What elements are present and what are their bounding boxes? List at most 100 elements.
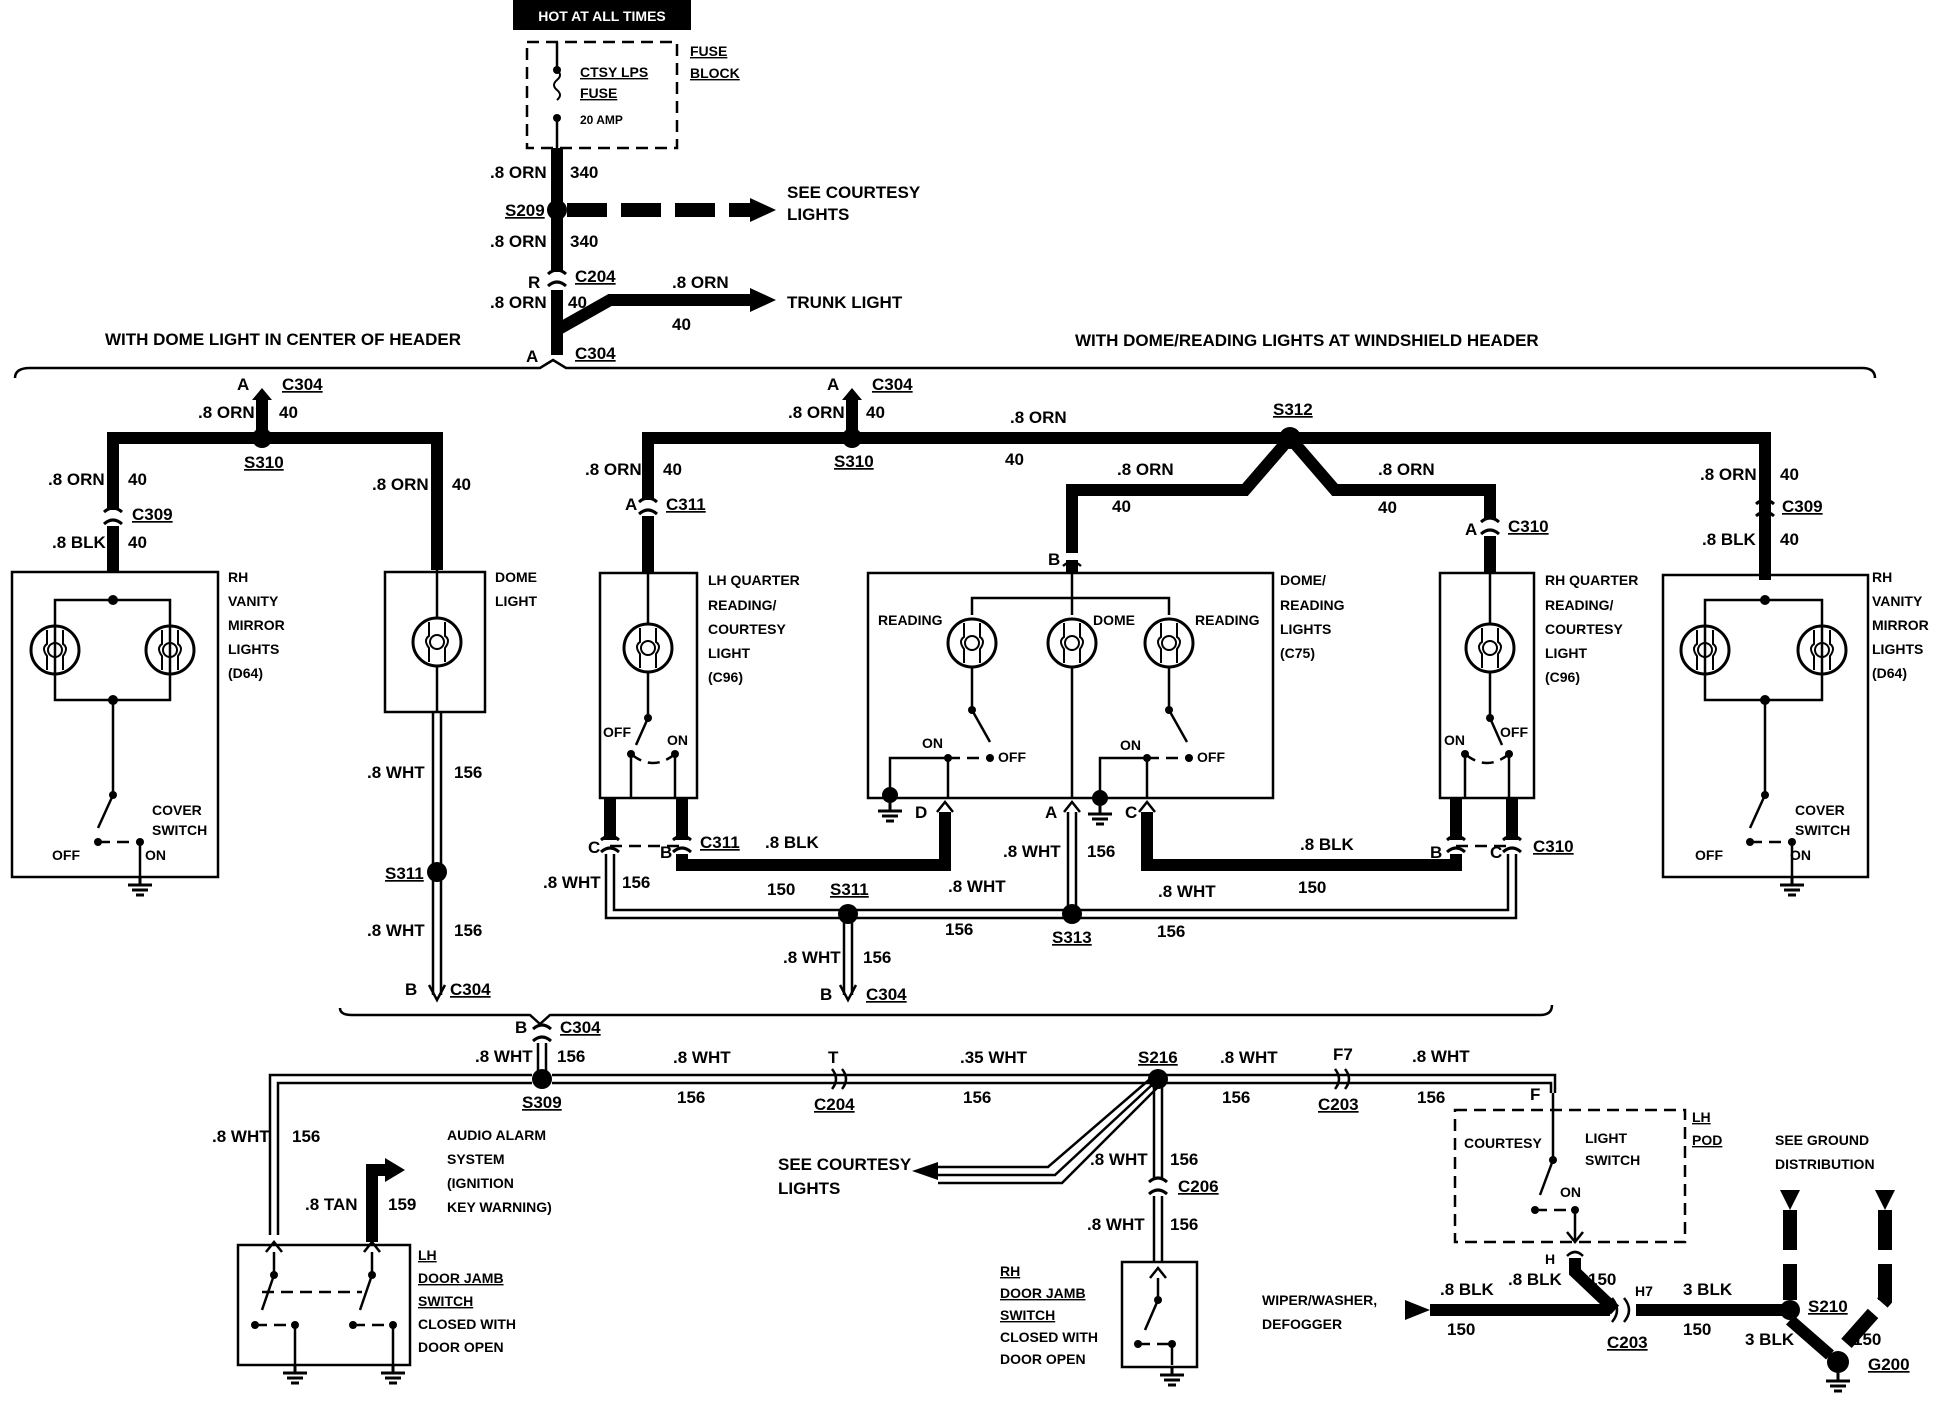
- circuit-label: 40: [279, 403, 298, 422]
- component-label: RH QUARTER: [1545, 572, 1638, 588]
- wire-label: .8 BLK: [1508, 1270, 1563, 1289]
- connector-label: C304: [560, 1018, 601, 1037]
- arrow-see-courtesy: [750, 198, 776, 222]
- wire-label: .8 ORN: [490, 163, 547, 182]
- splice-s210: [1780, 1300, 1800, 1320]
- pin-label: H: [1545, 1251, 1555, 1267]
- component-label: LIGHT: [708, 645, 750, 661]
- wire-label: .8 WHT: [673, 1048, 731, 1067]
- see-courtesy-label-2: LIGHTS: [787, 205, 849, 224]
- circuit-label: 156: [622, 873, 650, 892]
- pin-label: H7: [1635, 1283, 1653, 1299]
- wire-label: .8 BLK: [1440, 1280, 1495, 1299]
- wire-label: .8 ORN: [1010, 408, 1067, 427]
- wire-label: .8 WHT: [1087, 1215, 1145, 1234]
- on-label: ON: [667, 732, 688, 748]
- component-label: READING: [1280, 597, 1345, 613]
- component-label: VANITY: [1872, 593, 1923, 609]
- switch-label: COVER: [1795, 802, 1845, 818]
- wire-label: .8 ORN: [372, 475, 429, 494]
- pin-label: B: [405, 980, 417, 999]
- component-label: MIRROR: [228, 617, 285, 633]
- switch-label: COVER: [152, 802, 202, 818]
- wire-150-rh-blk: [1141, 812, 1462, 871]
- splice-label: S310: [834, 452, 874, 471]
- splice-label: S310: [244, 453, 284, 472]
- circuit-label: 150: [1588, 1270, 1616, 1289]
- connector-c311-top: [637, 496, 659, 516]
- pin-label: B: [1430, 843, 1442, 862]
- component-label: (C75): [1280, 645, 1315, 661]
- wire-label: .8 ORN: [672, 273, 729, 292]
- pin-label: R: [528, 273, 540, 292]
- circuit-label: 156: [1417, 1088, 1445, 1107]
- splice-label: S311: [830, 880, 869, 899]
- component-label: READING/: [708, 597, 777, 613]
- circuit-label: 40: [128, 470, 147, 489]
- connector-c204-inline: [830, 1068, 848, 1090]
- wire-label: .8 WHT: [783, 948, 841, 967]
- on-label: ON: [922, 735, 943, 751]
- connector-label: C304: [866, 985, 907, 1004]
- circuit-label: 40: [568, 293, 587, 312]
- pin-label: C: [588, 838, 600, 857]
- lh-pod-label: LH: [1692, 1109, 1711, 1125]
- component-label: (IGNITION: [447, 1175, 514, 1191]
- wire-right-40: [642, 432, 1771, 505]
- connector-label: C304: [282, 375, 323, 394]
- wire-label: .8 WHT: [543, 873, 601, 892]
- component-label: COURTESY: [1545, 621, 1623, 637]
- circuit-label: 40: [672, 315, 691, 334]
- pin-label: B: [660, 843, 672, 862]
- fuse-name: CTSY LPS: [580, 64, 648, 80]
- top-brace: [13, 358, 1877, 379]
- hot-at-all-times-label: HOT AT ALL TIMES: [538, 8, 666, 24]
- splice-s313: [1062, 904, 1082, 924]
- off-label: OFF: [998, 749, 1026, 765]
- lh-pod-label-2: POD: [1692, 1132, 1722, 1148]
- component-label: (D64): [228, 665, 263, 681]
- rh-door-jamb-switch-box: [1120, 1260, 1199, 1369]
- wire-150-pod: [1569, 1258, 1620, 1315]
- wire-label: .8 ORN: [48, 470, 105, 489]
- wire-label: .8 BLK: [1702, 530, 1757, 549]
- fuse-name-2: FUSE: [580, 85, 617, 101]
- pin-label: A: [237, 375, 249, 394]
- splice-label: S209: [505, 201, 545, 220]
- ground-icon: [126, 875, 154, 897]
- wire-label: .8 ORN: [1378, 460, 1435, 479]
- pin-label: F7: [1333, 1045, 1353, 1064]
- wire-label: .8 WHT: [1090, 1150, 1148, 1169]
- wire-label: .8 WHT: [475, 1047, 533, 1066]
- component-label: LIGHT: [495, 593, 537, 609]
- wire-label: .8 WHT: [212, 1127, 270, 1146]
- circuit-label: 156: [292, 1127, 320, 1146]
- circuit-label: 156: [1170, 1150, 1198, 1169]
- connector-label: C206: [1178, 1177, 1219, 1196]
- connector-c203-ground: [1611, 1297, 1631, 1323]
- ground-icon: [379, 1363, 407, 1385]
- connector-c204: [546, 268, 568, 288]
- connector-c309-left: [102, 506, 124, 526]
- splice-s311-left: [427, 862, 447, 882]
- splice-s309: [532, 1069, 552, 1089]
- wire-label: .8 ORN: [585, 460, 642, 479]
- circuit-label: 40: [1780, 465, 1799, 484]
- off-label: OFF: [52, 847, 80, 863]
- off-label: OFF: [1197, 749, 1225, 765]
- wire-to-rh-quarter: [1285, 434, 1496, 518]
- connector-label: C311: [700, 833, 740, 852]
- off-label: OFF: [603, 724, 631, 740]
- bulb-icon: [1046, 617, 1098, 669]
- trunk-light-label: TRUNK LIGHT: [787, 293, 903, 312]
- pin-label: F: [1530, 1085, 1540, 1104]
- wire-label: .35 WHT: [960, 1048, 1028, 1067]
- wiper-label-2: DEFOGGER: [1262, 1316, 1342, 1332]
- splice-s311-right: [838, 904, 858, 924]
- on-label: ON: [1120, 737, 1141, 753]
- connector-label: C310: [1508, 517, 1549, 536]
- see-courtesy-label-2: LIGHTS: [778, 1179, 840, 1198]
- component-label: DOOR OPEN: [418, 1339, 504, 1355]
- switch-label: SWITCH: [152, 822, 207, 838]
